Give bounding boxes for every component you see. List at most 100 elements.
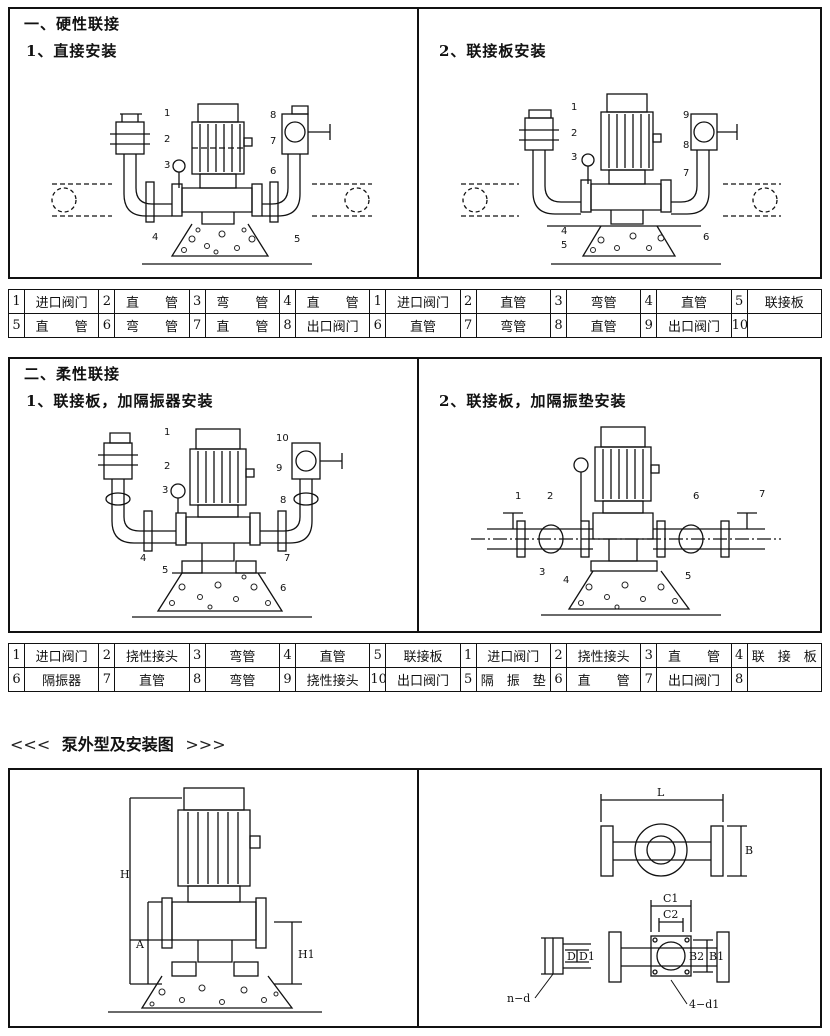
legend-num: 3: [188, 289, 206, 314]
legend-num: 5: [8, 313, 25, 338]
dim-B2-label: B2: [689, 950, 704, 963]
dim-4d1-label: 4−d1: [689, 998, 719, 1011]
legend-num: 4: [278, 643, 296, 668]
legend-label: 隔 振 垫: [475, 667, 551, 692]
outline-left-panel: H A H1: [8, 768, 419, 1028]
callout-1: 1: [571, 102, 577, 113]
section1-title: 一、硬性联接: [24, 15, 121, 33]
legend-num: 8: [730, 667, 748, 692]
legend-label: 联接板: [746, 289, 823, 314]
callout-5: 5: [294, 234, 300, 245]
legend-num: 6: [549, 667, 567, 692]
legend-label: 直 管: [204, 313, 280, 338]
callout-2: 2: [164, 461, 170, 472]
legend-label: 直管: [475, 289, 551, 314]
pump-plan-drawing: L B C1 C2 D D1 B2 B1 n−d 4−d1: [507, 786, 753, 1011]
dim-C2-label: C2: [663, 908, 678, 921]
rigid-right-subtitle: 2、联接板安装: [439, 42, 547, 60]
dim-L-label: L: [657, 786, 665, 799]
legend-num: 8: [188, 667, 206, 692]
legend-num: 9: [640, 313, 658, 338]
legend-num: 2: [98, 289, 116, 314]
callout-6: 6: [280, 583, 286, 594]
dim-A-label: A: [135, 938, 145, 951]
direct-install-diagram: 1 2 3 4 5 6 7 8: [51, 103, 372, 265]
dim-B-label: B: [745, 844, 753, 857]
legend-num: 7: [98, 667, 116, 692]
callout-5: 5: [685, 571, 691, 582]
legend-label: 弯管: [204, 643, 280, 668]
legend-num: 4: [278, 289, 296, 314]
callout-2: 2: [164, 134, 170, 145]
legend-label: 出口阀门: [656, 667, 732, 692]
legend-num: 7: [640, 667, 658, 692]
legend-label: 直 管: [114, 289, 190, 314]
flexible-left-panel: 二、柔性联接 1、联接板，加隔振器安装: [8, 357, 419, 633]
legend-num: 6: [98, 313, 116, 338]
pad-install-diagram: 1 2 3 4 5 6 7: [471, 426, 781, 616]
legend-label: [746, 667, 823, 692]
callout-8: 8: [683, 140, 689, 151]
callout-5: 5: [561, 240, 567, 251]
callout-7: 7: [270, 136, 276, 147]
callout-3: 3: [162, 485, 168, 496]
legend-label: 直管: [385, 313, 461, 338]
legend-label: 进口阀门: [475, 643, 551, 668]
legend-num: 10: [369, 667, 387, 692]
section3-title: 泵外型及安装图: [61, 735, 174, 754]
legend-label: 出口阀门: [656, 313, 732, 338]
flexible-right-panel: 2、联接板，加隔振垫安装: [417, 357, 822, 633]
legend-label: 进口阀门: [23, 289, 100, 314]
legend-num: 2: [549, 643, 567, 668]
legend-label: 挠性接头: [565, 643, 642, 668]
callout-10: 10: [276, 433, 289, 444]
legend-label: 联 接 板: [746, 643, 823, 668]
legend-num: 3: [640, 643, 658, 668]
legend-label: 弯 管: [204, 289, 280, 314]
callout-1: 1: [164, 427, 170, 438]
outline-right-panel: L B C1 C2 D D1 B2 B1 n−d 4−d1: [417, 768, 822, 1028]
callout-4: 4: [152, 232, 158, 243]
legend-num: 3: [188, 643, 206, 668]
callout-3: 3: [539, 567, 545, 578]
legend-num: 6: [369, 313, 387, 338]
callout-9: 9: [276, 463, 282, 474]
legend-label: 直管: [114, 667, 190, 692]
legend-num: 5: [369, 643, 387, 668]
legend-num: 10: [730, 313, 748, 338]
callout-6: 6: [693, 491, 699, 502]
callout-4: 4: [140, 553, 146, 564]
section3-heading: <<< 泵外型及安装图 >>>: [10, 731, 226, 755]
dim-B1-label: B1: [709, 950, 724, 963]
legend-label: 挠性接头: [114, 643, 190, 668]
dim-C1-label: C1: [663, 892, 678, 905]
dim-H-label: H: [120, 868, 130, 881]
pump-elevation-drawing: H A H1: [108, 787, 322, 1013]
legend-num: 5: [459, 667, 477, 692]
callout-6: 6: [703, 232, 709, 243]
callout-3: 3: [164, 160, 170, 171]
dim-D-label: D: [567, 950, 576, 963]
legend-num: 2: [98, 643, 116, 668]
callout-9: 9: [683, 110, 689, 121]
legend-num: 2: [459, 289, 477, 314]
flexible-left-subtitle: 1、联接板，加隔振器安装: [26, 392, 214, 410]
legend-label: 弯管: [204, 667, 280, 692]
callout-6: 6: [270, 166, 276, 177]
callout-1: 1: [164, 108, 170, 119]
legend-label: 出口阀门: [294, 313, 371, 338]
rigid-left-panel: 一、硬性联接 1、直接安装: [8, 7, 419, 279]
legend-label: 进口阀门: [385, 289, 461, 314]
legend-label: 弯管: [475, 313, 551, 338]
callout-2: 2: [547, 491, 553, 502]
callout-8: 8: [270, 110, 276, 121]
legend-num: 4: [730, 643, 748, 668]
rigid-right-panel: 2、联接板安装: [417, 7, 822, 279]
callout-5: 5: [162, 565, 168, 576]
isolator-install-diagram: 1 2 3 4 5 6 7 8 9 10: [98, 427, 343, 618]
legend-label: 联接板: [385, 643, 461, 668]
chevron-left-icon: <<<: [10, 735, 51, 754]
